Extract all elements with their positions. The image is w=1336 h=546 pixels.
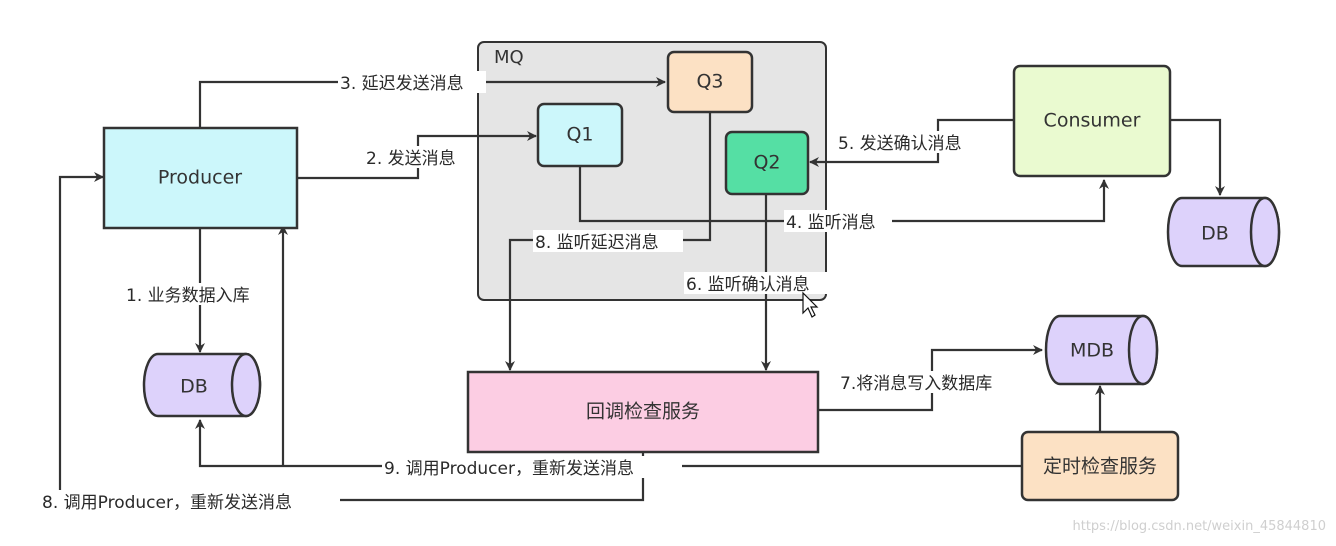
mouse-cursor-icon — [802, 291, 819, 318]
label-e8a: 8. 监听延迟消息 — [535, 233, 659, 253]
mq-title: MQ — [494, 47, 524, 68]
edge-recall-db — [195, 419, 1022, 468]
label-e5: 5. 发送确认消息 — [838, 134, 962, 154]
label-e7: 7.将消息写入数据库 — [840, 374, 992, 394]
node-db-left: DB — [142, 352, 262, 418]
label-e9: 9. 调用Producer，重新发送消息 — [384, 459, 634, 479]
label-e2: 2. 发送消息 — [366, 149, 456, 169]
label-e4: 4. 监听消息 — [786, 213, 876, 233]
q3-label: Q3 — [696, 71, 723, 93]
callback-service-label: 回调检查服务 — [586, 401, 700, 423]
node-mdb: MDB — [1044, 314, 1159, 386]
mdb-label: MDB — [1070, 340, 1114, 362]
node-q3: Q3 — [666, 50, 754, 114]
producer-label: Producer — [158, 167, 242, 189]
watermark: https://blog.csdn.net/weixin_45844810 — [1072, 519, 1326, 534]
node-callback-service: 回调检查服务 — [466, 370, 820, 454]
label-e8b: 8. 调用Producer，重新发送消息 — [42, 493, 292, 513]
node-consumer: Consumer — [1012, 64, 1172, 178]
label-e1: 1. 业务数据入库 — [126, 286, 250, 306]
label-e6: 6. 监听确认消息 — [686, 275, 810, 295]
q1-label: Q1 — [566, 124, 593, 146]
node-producer: Producer — [102, 126, 299, 230]
timer-service-label: 定时检查服务 — [1043, 456, 1157, 478]
db-right-label: DB — [1201, 223, 1229, 245]
edge-consumer-db — [1170, 118, 1225, 196]
q2-label: Q2 — [753, 152, 780, 174]
db-left-label: DB — [180, 376, 208, 398]
edge-delay-send — [198, 77, 666, 128]
edge-labels: 3. 延迟发送消息 2. 发送消息 1. 业务数据入库 4. 监听消息 5. 发… — [40, 71, 1024, 513]
node-db-right: DB — [1166, 196, 1281, 268]
label-e3: 3. 延迟发送消息 — [340, 74, 464, 94]
node-q1: Q1 — [536, 102, 624, 168]
node-q2: Q2 — [724, 130, 810, 196]
node-timer-service: 定时检查服务 — [1020, 430, 1180, 502]
consumer-label: Consumer — [1044, 110, 1141, 132]
